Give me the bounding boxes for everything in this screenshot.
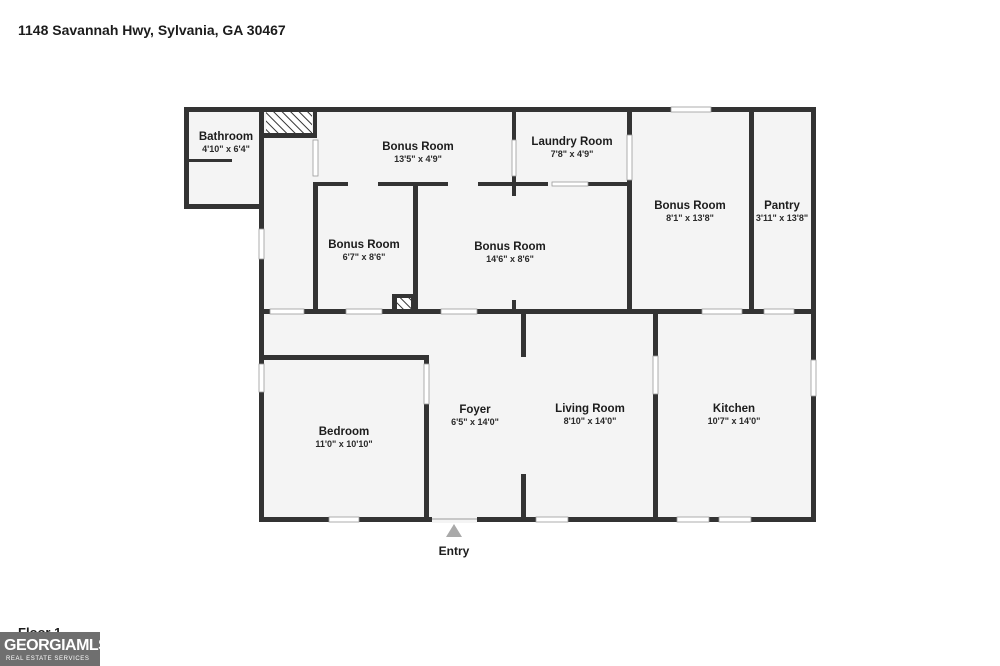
windows — [258, 106, 817, 523]
logo-sub-text: REAL ESTATE SERVICES — [6, 656, 90, 662]
living-name: Living Room — [555, 403, 625, 415]
bonus-mid-dims: 14'6" x 8'6" — [486, 254, 534, 264]
living-dims: 8'10" x 14'0" — [564, 416, 617, 426]
bonus-top-dims: 13'5" x 4'9" — [394, 154, 442, 164]
pantry-dims: 3'11" x 13'8" — [756, 213, 808, 223]
bonus-top-name: Bonus Room — [382, 141, 454, 153]
georgia-mls-logo: GEORGIAMLS REAL ESTATE SERVICES — [0, 632, 109, 666]
bonus-right-name: Bonus Room — [654, 200, 726, 212]
bedroom-dims: 11'0" x 10'10" — [315, 439, 372, 449]
laundry-name: Laundry Room — [531, 136, 612, 148]
laundry-dims: 7'8" x 4'9" — [551, 149, 594, 159]
bonus-mid-name: Bonus Room — [474, 241, 546, 253]
bathroom-dims: 4'10" x 6'4" — [202, 144, 250, 154]
chimney-hatch — [397, 298, 411, 309]
logo-main-text: GEORGIAMLS — [4, 637, 109, 654]
bedroom-name: Bedroom — [319, 426, 369, 438]
bathroom-name: Bathroom — [199, 131, 253, 143]
closet-hatch — [266, 112, 312, 133]
kitchen-dims: 10'7" x 14'0" — [708, 416, 761, 426]
bonus-small-name: Bonus Room — [328, 239, 400, 251]
bonus-small-dims: 6'7" x 8'6" — [343, 252, 386, 262]
foyer-dims: 6'5" x 14'0" — [451, 417, 499, 427]
entry-arrow-icon — [446, 524, 462, 537]
foyer-name: Foyer — [459, 404, 491, 416]
floor-fills — [185, 109, 815, 520]
kitchen-name: Kitchen — [713, 403, 755, 415]
entry-label: Entry — [439, 544, 470, 558]
property-address: 1148 Savannah Hwy, Sylvania, GA 30467 — [18, 22, 286, 38]
bonus-right-dims: 8'1" x 13'8" — [666, 213, 714, 223]
pantry-name: Pantry — [764, 200, 800, 212]
